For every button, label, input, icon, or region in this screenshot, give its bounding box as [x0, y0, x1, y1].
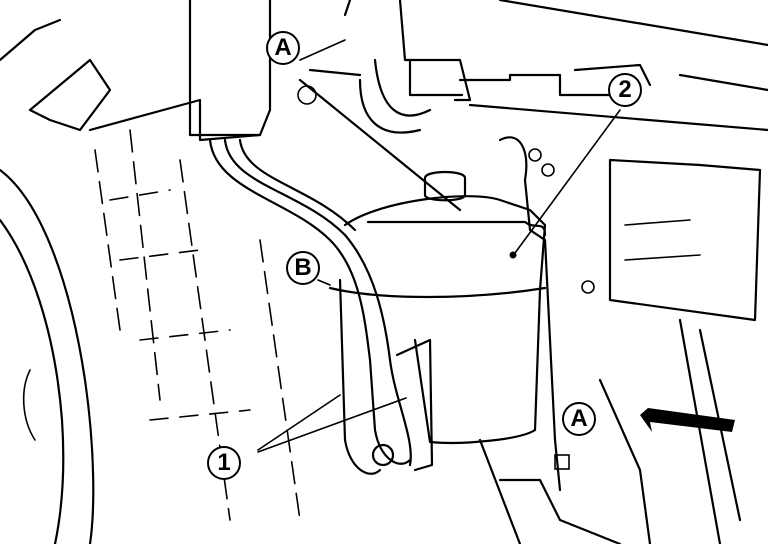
hoses: [208, 138, 412, 475]
upper-module: [188, 0, 768, 212]
callout-2-reservoir: 2: [608, 73, 642, 107]
wheel-arch: [0, 18, 112, 544]
callout-a-top: A: [266, 31, 300, 65]
front-direction-arrow: [640, 408, 735, 432]
leader-lines: [257, 39, 621, 453]
callout-b: B: [286, 251, 320, 285]
callout-a-bottom: A: [562, 402, 596, 436]
fender-panel: [88, 98, 301, 521]
callout-1-hoses: 1: [207, 446, 241, 480]
clip-icon: [554, 454, 570, 470]
body-bracket: [478, 136, 762, 544]
washer-reservoir: [328, 170, 547, 472]
